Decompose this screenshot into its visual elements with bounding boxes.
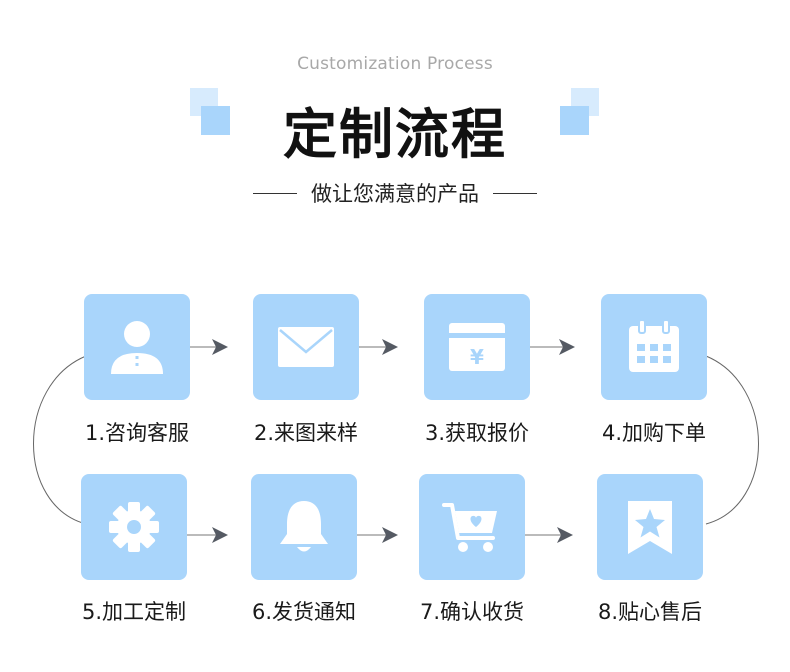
step-label-5: 5.加工定制: [81, 600, 187, 624]
step-label-4: 4.加购下单: [601, 421, 707, 445]
step-label-6: 6.发货通知: [251, 600, 357, 624]
step-label-7: 7.确认收货: [419, 600, 525, 624]
calendar-icon: [629, 319, 679, 372]
gear-icon: [109, 502, 159, 552]
step-card-7: [419, 474, 525, 580]
subtitle-english: Customization Process: [297, 54, 493, 74]
tagline-line-left: [253, 192, 297, 194]
decor-square-right-front: [560, 106, 589, 135]
tagline: 做让您满意的产品: [311, 182, 479, 206]
step-label-3: 3.获取报价: [424, 421, 530, 445]
svg-text:¥: ¥: [470, 345, 484, 369]
star-bookmark-icon: [628, 501, 672, 554]
step-card-5: [81, 474, 187, 580]
envelope-icon: [278, 327, 334, 367]
arrow-7-8: [557, 527, 573, 543]
arrow-6-7: [382, 527, 398, 543]
step-card-1: [84, 294, 190, 400]
yen-card-icon: ¥: [449, 323, 505, 371]
arrow-5-6: [212, 527, 228, 543]
curve-right: [705, 355, 759, 525]
tagline-line-right: [493, 192, 537, 194]
step-label-2: 2.来图来样: [253, 421, 359, 445]
cart-heart-icon: [442, 503, 497, 552]
step-card-6: [251, 474, 357, 580]
decor-square-left-front: [201, 106, 230, 135]
step-card-8: [597, 474, 703, 580]
page-title: 定制流程: [283, 103, 507, 166]
arrow-3-4: [559, 339, 575, 355]
arrow-1-2: [212, 339, 228, 355]
curve-left: [33, 355, 87, 525]
step-label-8: 8.贴心售后: [597, 600, 703, 624]
user-icon: [111, 321, 163, 374]
step-card-4: [601, 294, 707, 400]
step-card-2: [253, 294, 359, 400]
tagline-row: 做让您满意的产品: [0, 178, 790, 208]
bell-icon: [280, 501, 328, 552]
arrow-2-3: [382, 339, 398, 355]
step-card-3: ¥: [424, 294, 530, 400]
step-label-1: 1.咨询客服: [84, 421, 190, 445]
